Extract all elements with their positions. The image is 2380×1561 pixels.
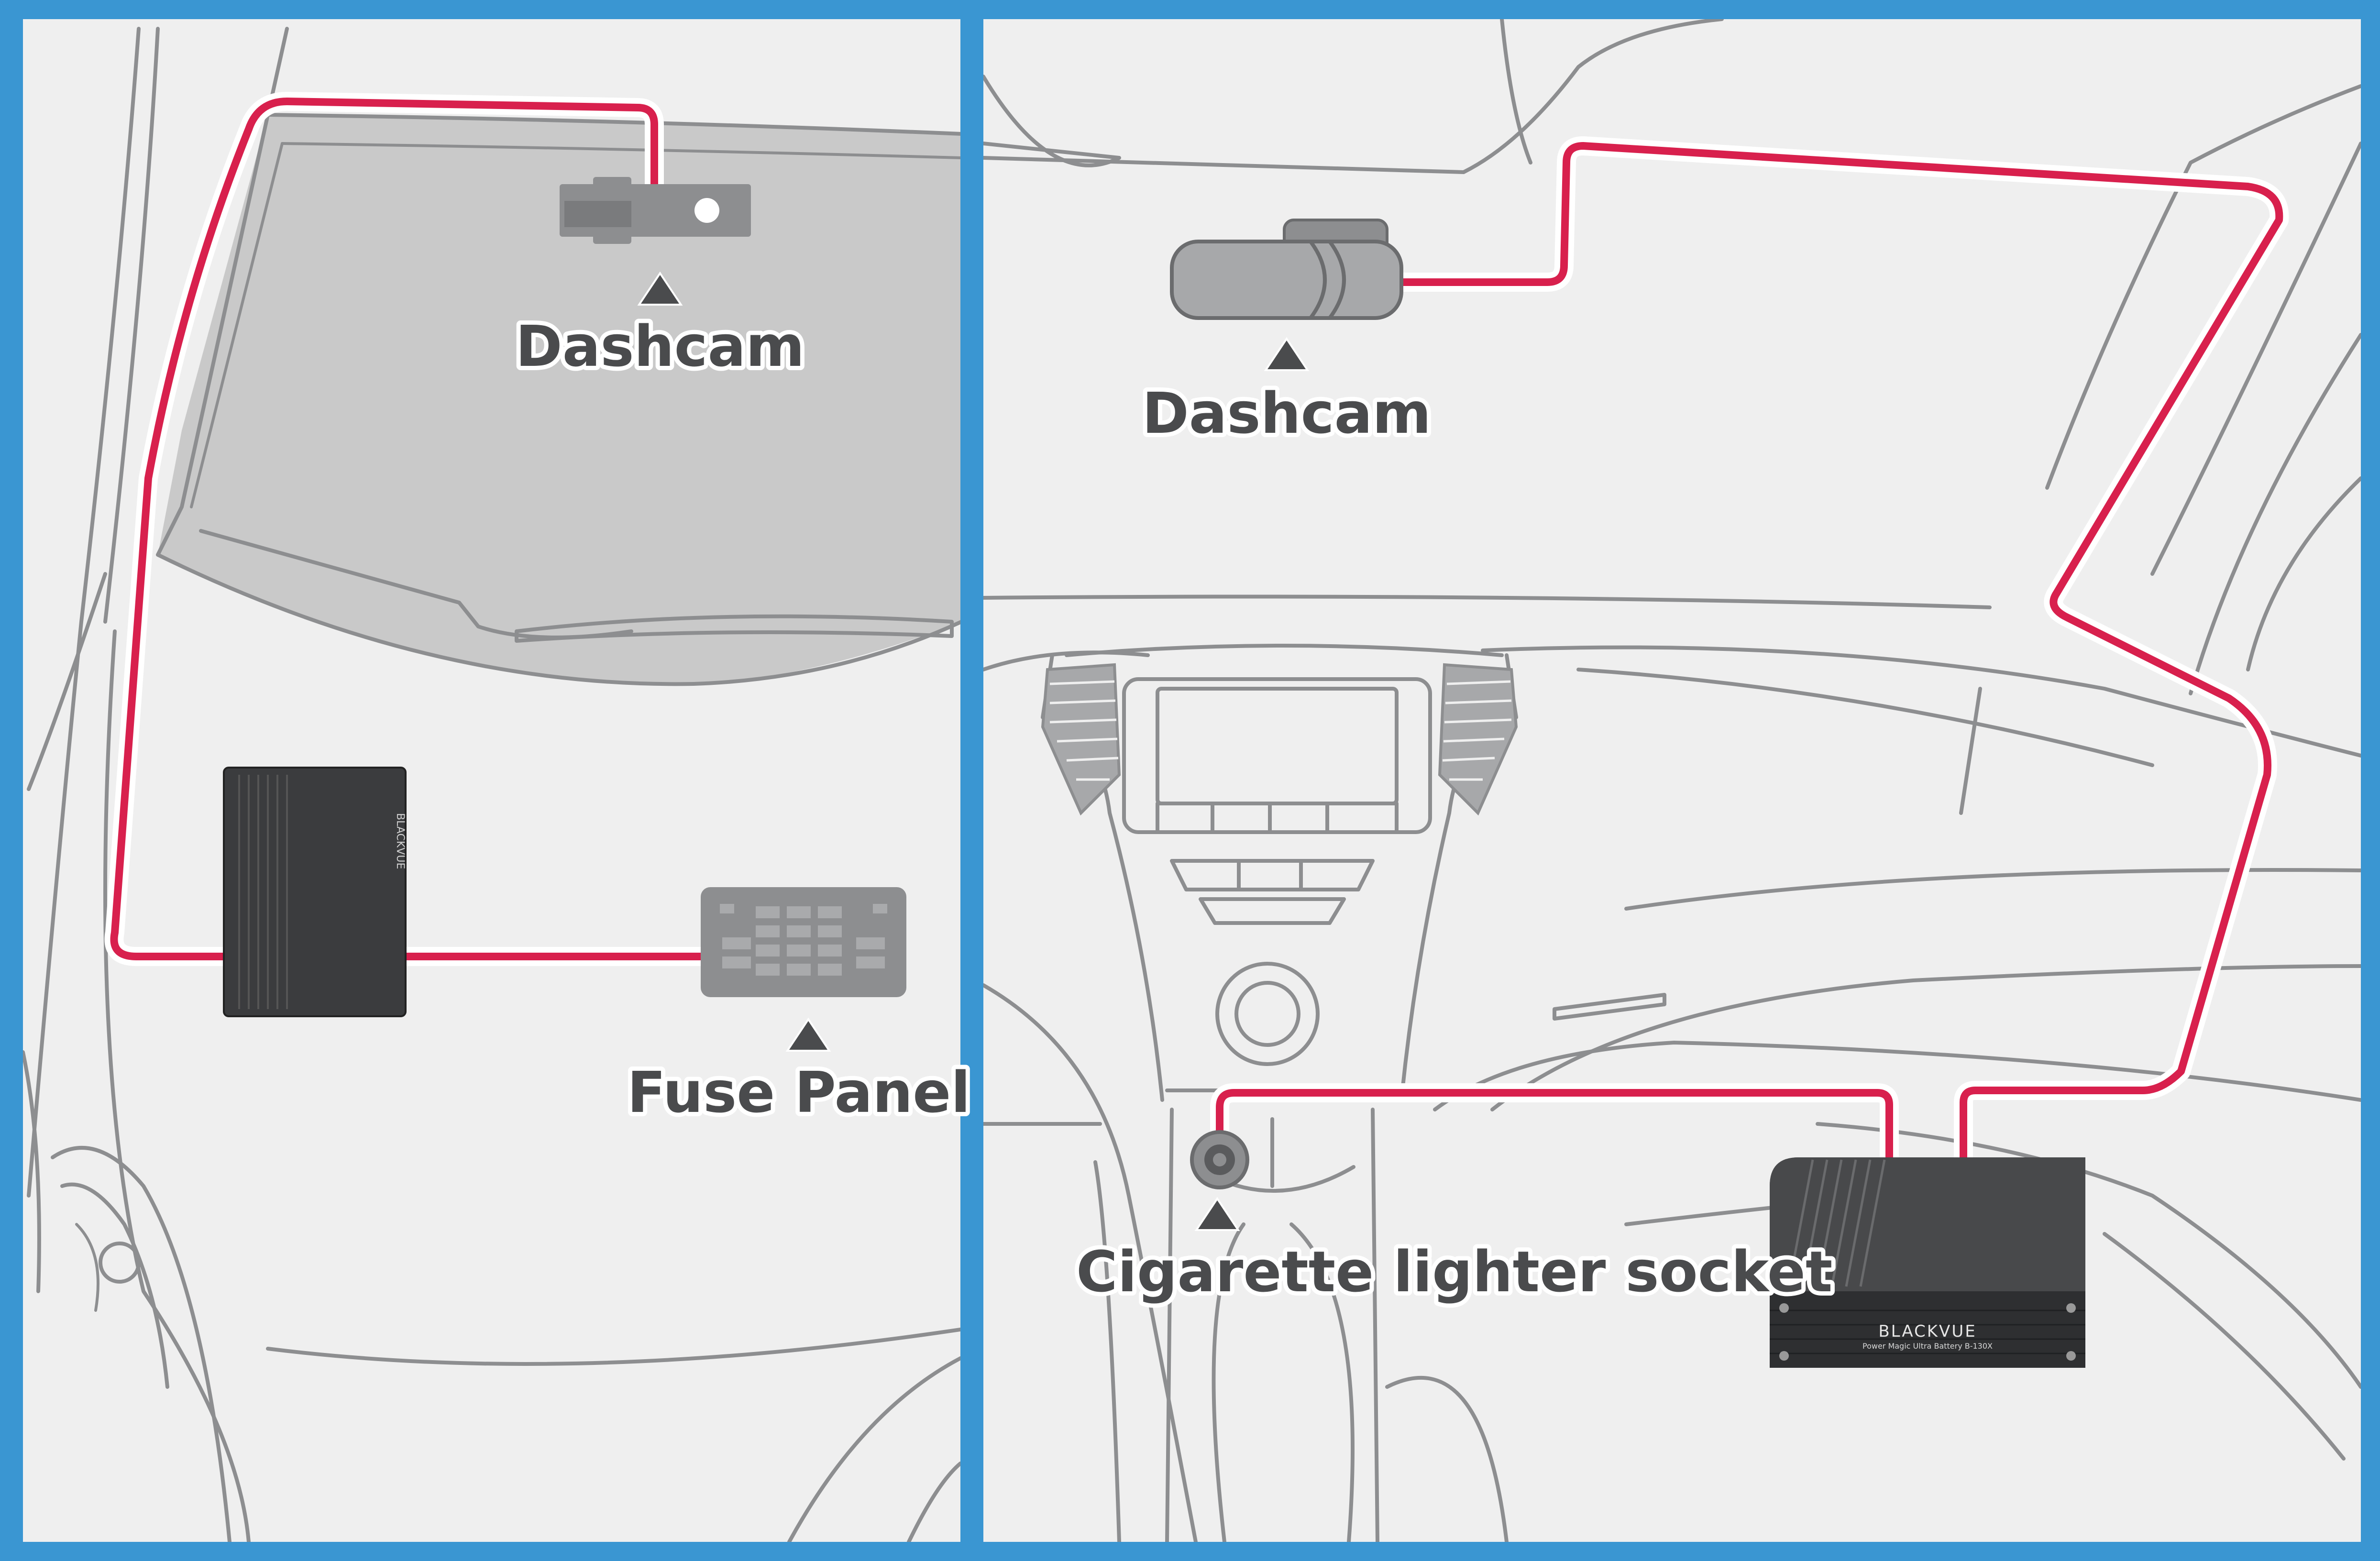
pillar-right-3 — [2246, 476, 2361, 671]
seat-left — [1093, 1160, 1121, 1542]
dashboard-left — [983, 650, 1150, 671]
climate-control-row-2 — [1199, 897, 1346, 925]
cigarette-lighter-socket-icon — [1190, 1130, 1249, 1189]
headlight-inner — [60, 1182, 169, 1389]
socket-label: Cigarette lighter socket — [1076, 1239, 1832, 1305]
dashcam-left — [560, 177, 751, 244]
passenger-floor — [1816, 1122, 2361, 1389]
headlight-outer — [51, 1146, 231, 1542]
dashcam-label-right: Dashcam — [1142, 380, 1431, 446]
battery-brand-right: BLACKVUE — [1878, 1322, 1976, 1341]
cable-right — [1216, 142, 2283, 1161]
vent-slot — [1553, 993, 1666, 1021]
fuse-panel-pointer — [785, 1017, 831, 1052]
screen-buttons — [1156, 802, 1399, 834]
left-panel-illustration: BLACKVUE — [23, 27, 975, 1542]
hood-left-line — [103, 629, 251, 1542]
grille-edge — [907, 1462, 960, 1542]
control-knob-inner — [1234, 981, 1300, 1047]
windshield-left-edge — [156, 113, 270, 557]
dashcam-pointer-left — [637, 271, 683, 306]
dashboard-top — [983, 594, 1992, 609]
dashboard-right-2 — [1576, 668, 2154, 767]
roof-console — [1500, 19, 1532, 165]
windshield-top-edge — [266, 113, 960, 136]
pillar-right-4 — [2150, 142, 2361, 576]
glovebox-lower — [1433, 1041, 2361, 1111]
headlight-lamp — [99, 1242, 141, 1284]
fender-line — [27, 572, 107, 791]
passenger-floor-2 — [2103, 1232, 2346, 1461]
dashcam-right — [1170, 219, 1403, 320]
hood-front-line — [266, 1328, 960, 1366]
battery-model-right: Power Magic Ultra Battery B-130X — [1862, 1341, 1993, 1351]
driver-side-panel — [983, 983, 1198, 1542]
pillar-right-2 — [2189, 333, 2361, 695]
control-knob — [1215, 962, 1320, 1066]
socket-pointer — [1194, 1197, 1240, 1231]
windshield-header — [983, 19, 1724, 174]
center-stack-top — [1065, 644, 1504, 657]
climate-control-row — [1170, 859, 1375, 891]
hood-crease — [787, 1356, 960, 1542]
windshield-bottom-edge — [156, 553, 960, 686]
console-left-curve — [1212, 1222, 1245, 1542]
windshield-inner-left — [190, 142, 284, 508]
battery-right: BLACKVUE Power Magic Ultra Battery B-130… — [1770, 1157, 2085, 1368]
bumper-side — [23, 1050, 41, 1293]
console-right-curve — [1289, 1222, 1355, 1542]
windshield-glass — [158, 115, 960, 684]
dashcam-label-left: Dashcam — [516, 313, 804, 379]
console-right — [1371, 1108, 1379, 1542]
right-panel-illustration: BLACKVUE Power Magic Ultra Battery B-130… — [983, 19, 2361, 1542]
headlight-detail — [75, 1223, 99, 1312]
battery-brand-left: BLACKVUE — [394, 813, 406, 869]
a-pillar-right — [2045, 84, 2361, 490]
fuse-panel-label: Fuse Panel — [627, 1059, 970, 1125]
wiper-right — [515, 614, 954, 643]
console-left — [1165, 1108, 1174, 1542]
dashcam-pointer-right — [1264, 337, 1310, 371]
a-pillar-inner — [103, 27, 160, 624]
a-pillar-outer — [27, 27, 141, 1198]
windshield-inner-line — [281, 142, 960, 159]
passenger-seat — [1385, 1376, 1509, 1542]
fuse-panel-icon — [701, 887, 906, 997]
glovebox-line — [1959, 687, 1982, 815]
cable-left — [110, 98, 712, 960]
battery-left: BLACKVUE — [223, 767, 407, 1017]
lens-icon — [694, 198, 719, 223]
